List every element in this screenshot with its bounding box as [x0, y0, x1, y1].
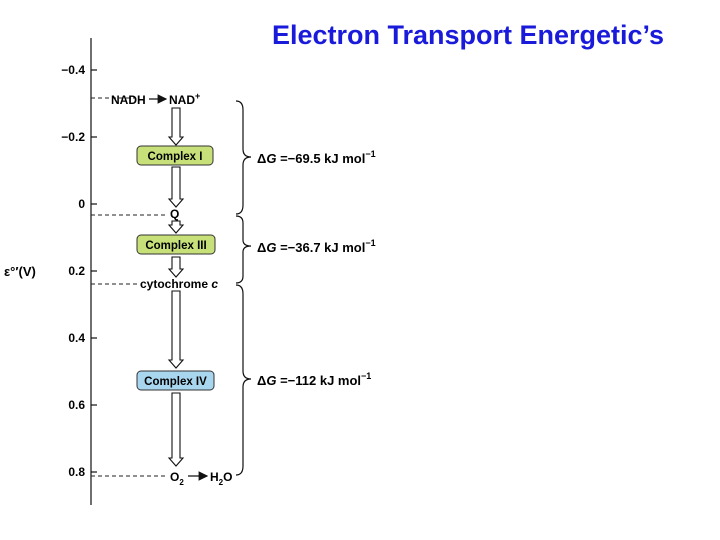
y-axis-ticks: −0.4 −0.2 0 0.2 0.4 0.6 0.8 [61, 63, 97, 479]
h2o-label: H2O [210, 470, 232, 487]
y-axis-tick-label: −0.2 [61, 130, 85, 144]
complex-iv-box: Complex IV [136, 370, 215, 391]
brace-complex-iv [235, 284, 252, 476]
arrow-q-to-complex-iii [167, 220, 185, 234]
y-axis-label: ε°′(V) [4, 264, 36, 279]
q-label: Q [170, 207, 179, 221]
arrow-complex-i-to-q [167, 166, 185, 208]
complex-iii-box: Complex III [136, 234, 216, 255]
nad-label: NAD+ [169, 91, 200, 107]
cytochrome-c-label: cytochrome c [140, 277, 218, 291]
arrow-complex-iv-to-o2 [167, 392, 185, 467]
y-axis-tick-label: −0.4 [61, 63, 85, 77]
svg-text:Complex III: Complex III [145, 240, 206, 252]
y-axis-tick-label: 0.2 [68, 264, 85, 278]
svg-text:Complex I: Complex I [148, 151, 203, 163]
nadh-label: NADH [111, 93, 146, 107]
y-axis-tick-label: 0 [78, 197, 85, 211]
delta-g-complex-iv: ΔG =−112 kJ mol−1 [257, 371, 371, 388]
y-axis-tick-label: 0.8 [68, 465, 85, 479]
y-axis-tick-label: 0.6 [68, 398, 85, 412]
flow-arrows [167, 107, 185, 467]
complex-i-box: Complex I [136, 145, 214, 166]
brace-complex-iii [235, 215, 252, 284]
brace-complex-i [235, 100, 252, 215]
y-axis-tick-label: 0.4 [68, 331, 85, 345]
slide-title: Electron Transport Energetic’s [271, 20, 665, 50]
o2-label: O2 [170, 470, 184, 487]
svg-text:Complex IV: Complex IV [144, 376, 207, 388]
arrow-nad-to-complex-i [167, 107, 185, 146]
arrow-cytc-to-complex-iv [167, 290, 185, 369]
delta-g-complex-iii: ΔG =−36.7 kJ mol−1 [257, 238, 376, 255]
arrow-complex-iii-to-cytc [167, 256, 185, 278]
delta-g-complex-i: ΔG =−69.5 kJ mol−1 [257, 149, 376, 166]
